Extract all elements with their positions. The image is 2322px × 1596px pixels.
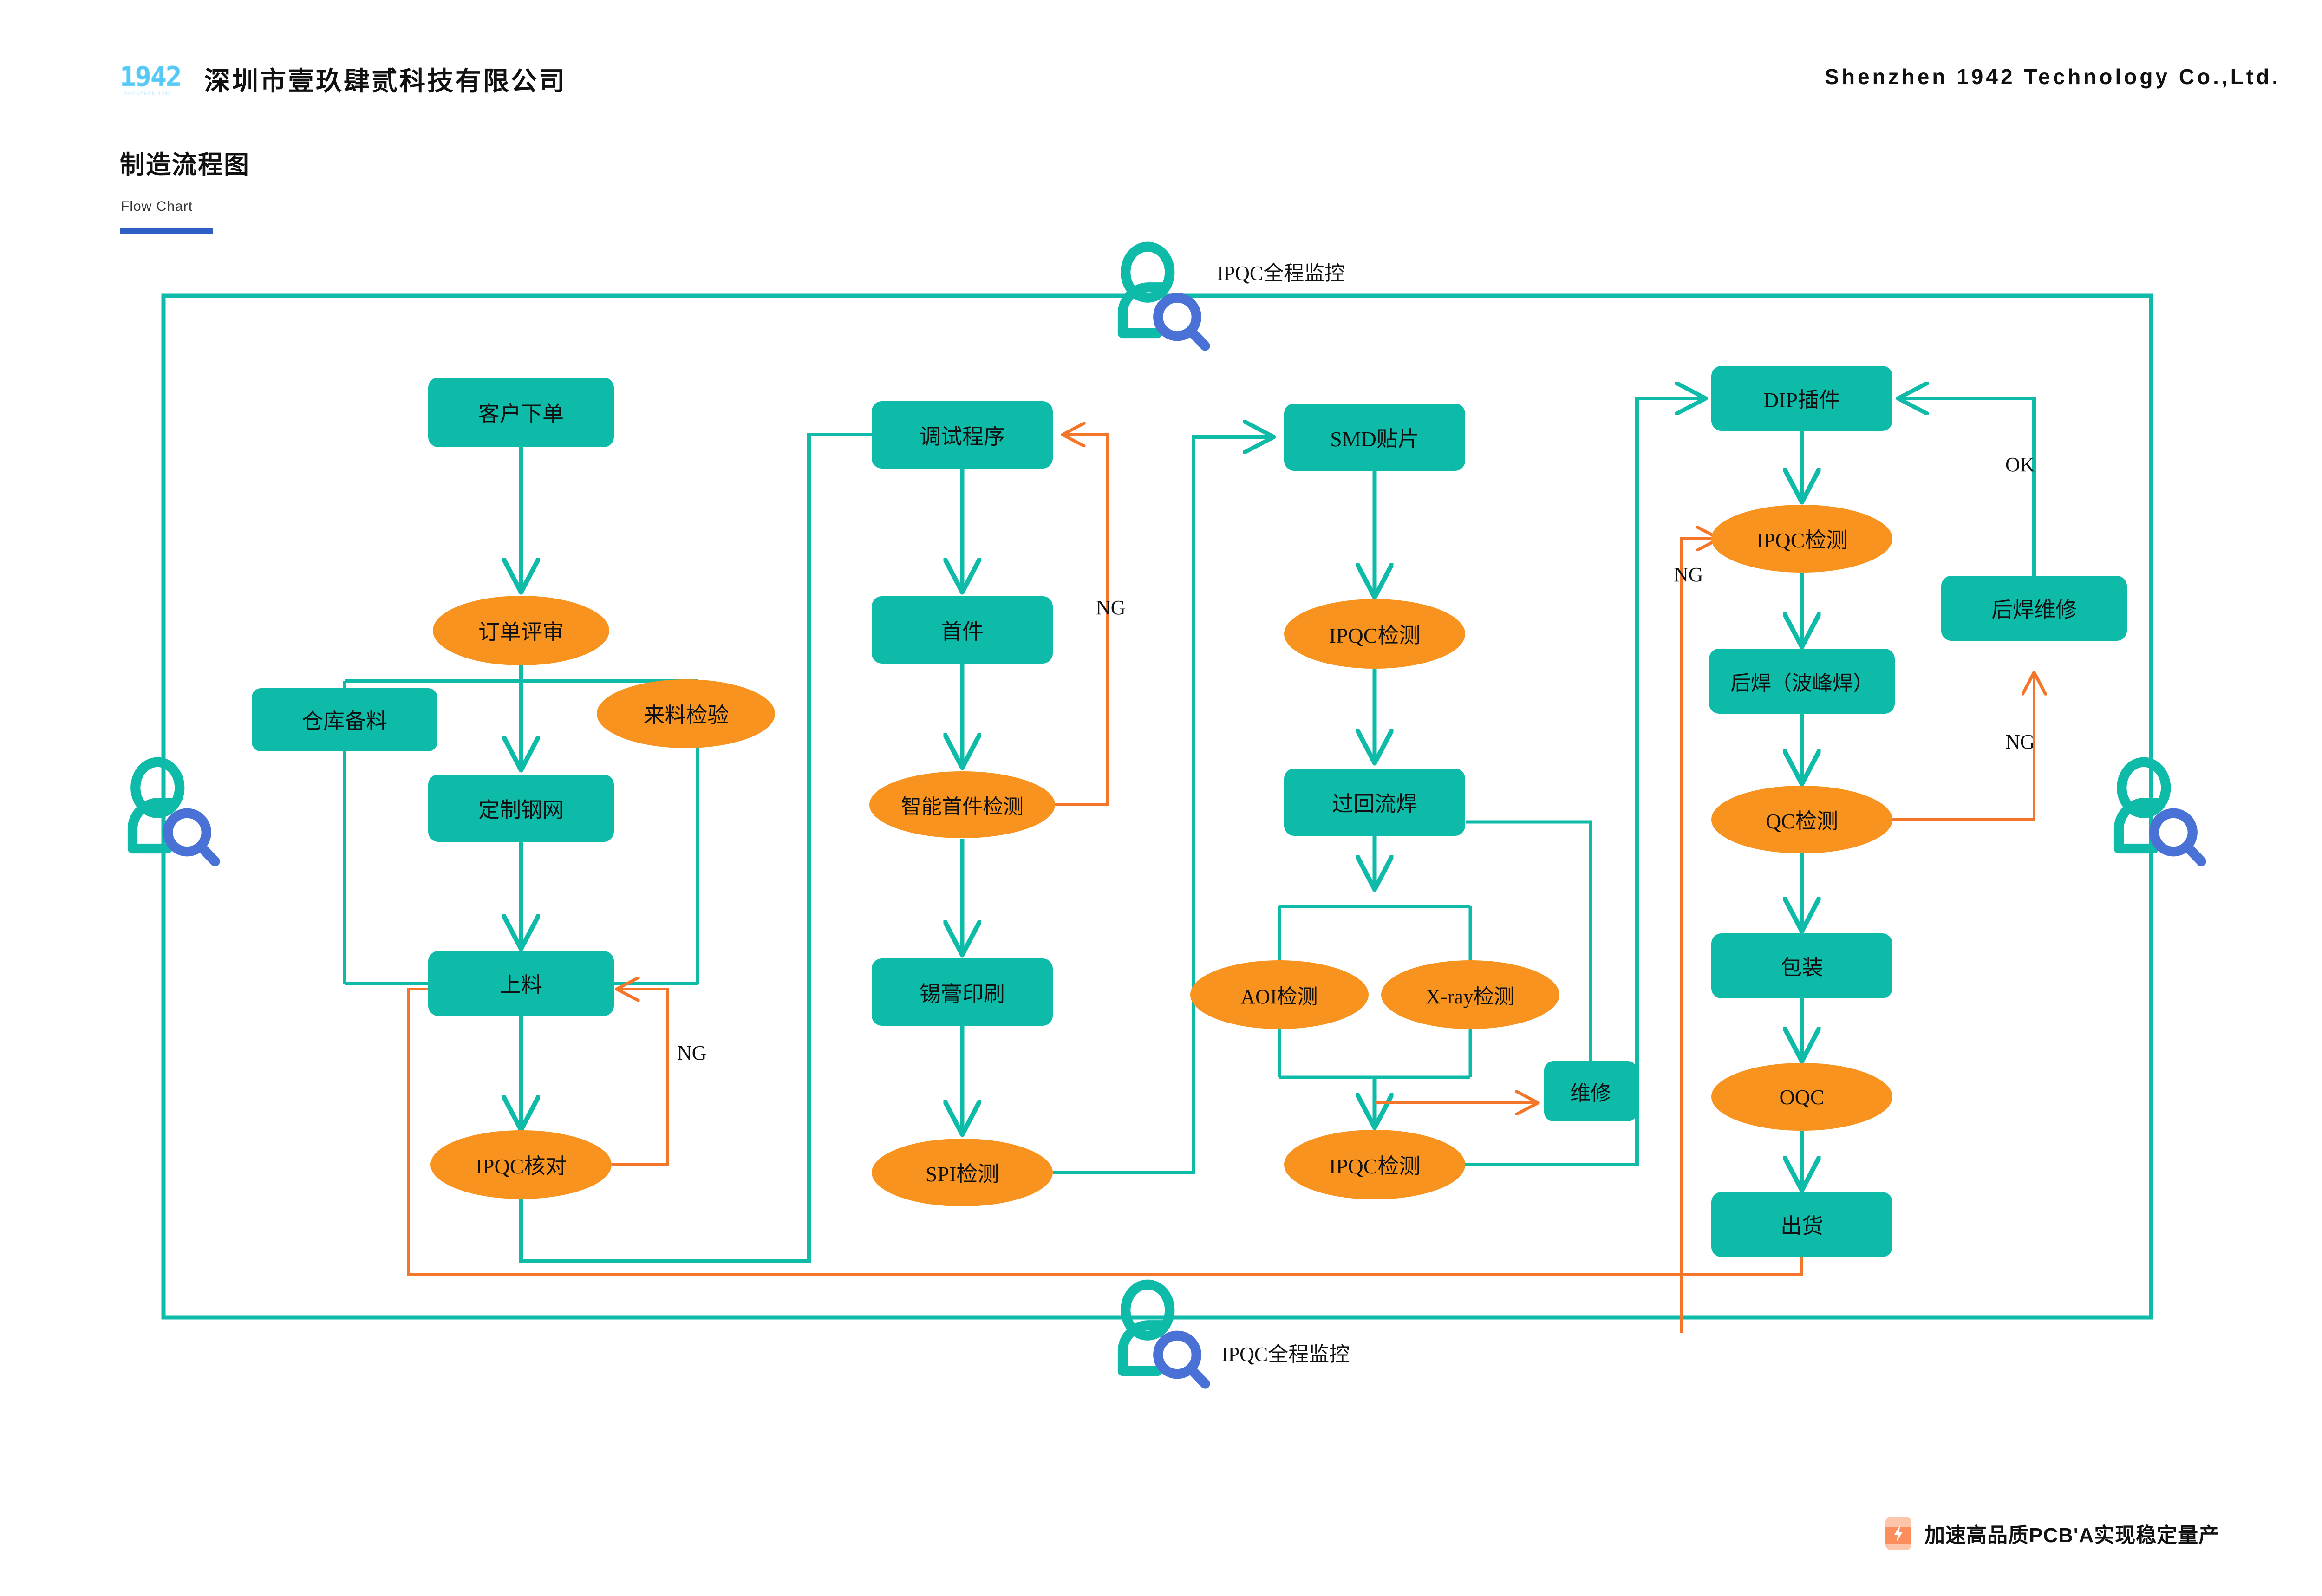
node-loading[interactable] <box>428 951 614 1016</box>
edge-label-ng-ipqc-dip: NG <box>1674 563 1703 586</box>
edge-label-ng-loading: NG <box>677 1042 707 1064</box>
node-post-solder-rework[interactable] <box>1941 576 2127 641</box>
node-qc-inspection[interactable] <box>1711 786 1892 853</box>
page-title: 制造流程图 <box>120 151 250 179</box>
node-ipqc-inspection-smd[interactable] <box>1284 599 1465 669</box>
monitor-label-bottom: IPQC全程监控 <box>1221 1343 1350 1366</box>
monitor-icon-bottom <box>1117 1279 1210 1389</box>
monitor-icon-left <box>127 757 220 866</box>
footer-badge: 加速高品质PCB'A实现稳定量产 <box>1885 1517 2219 1550</box>
node-debug-program[interactable] <box>872 401 1053 469</box>
edge-label-ng-debug-program: NG <box>1096 596 1126 619</box>
node-reflow-soldering[interactable] <box>1284 769 1465 836</box>
node-ipqc-inspection-dip[interactable] <box>1711 505 1892 573</box>
page-subtitle: Flow Chart <box>121 199 193 214</box>
node-custom-stencil[interactable] <box>428 775 614 842</box>
edge-label-ok-dip-insertion: OK <box>2005 453 2035 476</box>
brand-logo-subtext: SHENZHEN 1942 <box>124 91 171 97</box>
brand-logo-1942: 1942 <box>120 61 183 93</box>
footer-badge-text: 加速高品质PCB'A实现稳定量产 <box>1924 1524 2220 1547</box>
node-aoi-inspection[interactable] <box>1190 960 1369 1029</box>
node-warehouse-prep[interactable] <box>252 688 437 751</box>
company-name-chinese: 深圳市壹玖肆贰科技有限公司 <box>204 66 567 96</box>
node-oqc[interactable] <box>1711 1063 1892 1131</box>
company-name-english: Shenzhen 1942 Technology Co.,Ltd. <box>1825 65 2281 89</box>
node-order-review[interactable] <box>433 596 609 665</box>
node-solder-paste-print[interactable] <box>872 958 1053 1026</box>
node-shipping[interactable] <box>1711 1192 1892 1257</box>
edge-label-ng-post-solder-rework: NG <box>2005 730 2035 753</box>
node-xray-inspection[interactable] <box>1381 960 1559 1029</box>
flow-nodes <box>252 366 2127 1257</box>
monitor-label-top: IPQC全程监控 <box>1217 262 1345 285</box>
node-ipqc-inspection-post-aoi[interactable] <box>1284 1130 1465 1199</box>
node-spi-inspection[interactable] <box>872 1139 1053 1206</box>
monitor-icon-right <box>2113 757 2206 866</box>
node-smart-first-article-check[interactable] <box>869 771 1055 838</box>
node-customer-order[interactable] <box>428 378 614 447</box>
title-underline-rule <box>120 228 213 234</box>
node-ipqc-verify[interactable] <box>430 1130 612 1199</box>
page-header: 1942 SHENZHEN 1942 深圳市壹玖肆贰科技有限公司 Shenzhe… <box>0 0 2322 121</box>
node-rework[interactable] <box>1544 1061 1637 1121</box>
node-first-article[interactable] <box>872 596 1053 664</box>
node-wave-soldering[interactable] <box>1709 649 1895 714</box>
lightning-bolt-icon <box>1885 1517 1911 1550</box>
node-dip-insertion[interactable] <box>1711 366 1892 431</box>
monitor-icon-top <box>1117 241 1210 351</box>
node-smd-mounting[interactable] <box>1284 404 1465 471</box>
node-incoming-inspection[interactable] <box>597 679 775 748</box>
node-packaging[interactable] <box>1711 933 1892 998</box>
